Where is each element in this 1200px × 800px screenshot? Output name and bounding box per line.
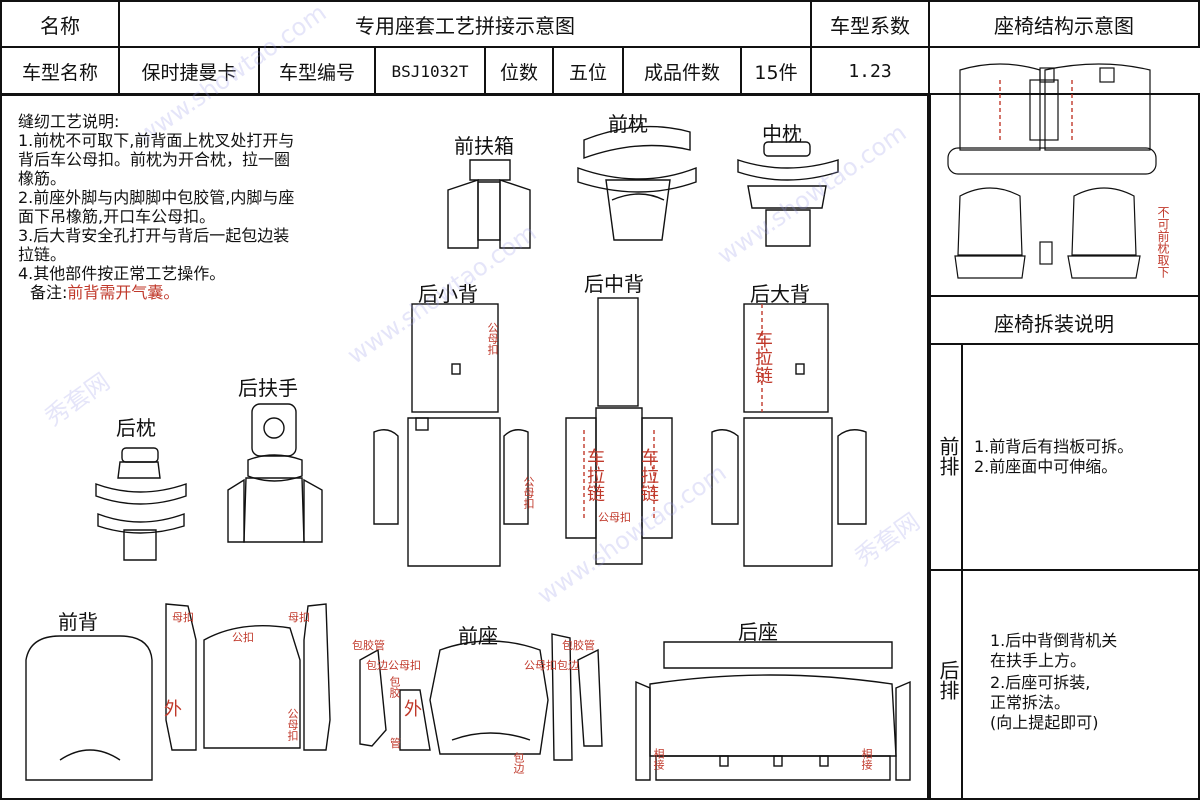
remark-prefix: 备注:	[30, 283, 68, 302]
annot-wrap-tube-mid: 包胶	[388, 676, 401, 698]
rear-row-line: 正常拆法。	[990, 693, 1071, 712]
notes-remark: 备注:前背需开气囊。	[18, 283, 428, 302]
label-rear-small-back: 后小背	[418, 282, 478, 306]
model-no-value: BSJ1032T	[374, 46, 486, 96]
annot-male-female-clip-front-back: 公母扣	[286, 708, 299, 741]
label-front-headrest: 前枕	[608, 112, 648, 136]
annot-outer-right: 外	[404, 699, 422, 720]
annot-clip-edge-right: 公母扣包边	[524, 659, 579, 672]
notes-line: 3.后大背安全孔打开与背后一起包边装	[18, 226, 290, 245]
label-rear-seat: 后座	[738, 620, 778, 644]
annot-clip-small-back: 公母扣	[486, 322, 499, 355]
annot-connect-right: 相接	[860, 748, 873, 770]
notes-line: 橡筋。	[18, 169, 67, 188]
rear-row-label: 后排	[936, 660, 960, 700]
annot-connect-left: 相接	[652, 748, 665, 770]
notes-line: 1.前枕不可取下,前背面上枕叉处打开与	[18, 131, 295, 150]
annot-clip-small-back-side: 公母扣	[522, 476, 535, 509]
label-rear-headrest: 后枕	[116, 416, 156, 440]
front-row-line: 1.前背后有挡板可拆。	[974, 437, 1134, 456]
annot-zipper-big-back: 车拉链	[752, 330, 773, 384]
label-front-armrest: 前扶箱	[454, 134, 514, 158]
rear-middle-back-pattern	[565, 297, 673, 565]
annot-zipper-mid-right: 车拉链	[638, 448, 659, 502]
front-back-pattern	[25, 603, 331, 781]
front-row-label: 前排	[936, 436, 960, 476]
rear-row-line: 1.后中背倒背机关	[990, 631, 1118, 650]
rear-row-line: 2.后座可拆装,	[990, 673, 1091, 692]
annot-wrap-tube-right: 包胶管	[562, 639, 595, 652]
middle-headrest-pattern	[737, 141, 839, 247]
front-armrest-pattern	[447, 159, 531, 249]
notes-line: 拉链。	[18, 245, 67, 264]
annot-female-clip-left: 母扣	[172, 611, 194, 624]
seats-label: 位数	[484, 46, 554, 96]
front-seat-pattern	[359, 633, 603, 761]
rear-big-back-pattern	[711, 303, 867, 567]
rear-seat-pattern	[635, 641, 911, 781]
seat-structure-diagram	[947, 63, 1157, 279]
remark-text: 前背需开气囊。	[67, 283, 180, 302]
label-rear-big-back: 后大背	[750, 282, 810, 306]
label-middle-headrest: 中枕	[762, 122, 802, 146]
label-rear-middle-back: 后中背	[584, 272, 644, 296]
rear-small-back-pattern	[373, 303, 529, 567]
annot-outer-left: 外	[164, 699, 182, 720]
annot-female-clip-right: 母扣	[288, 611, 310, 624]
annot-tube-char: 管	[390, 737, 401, 750]
annot-zipper-mid-left: 车拉链	[584, 448, 605, 502]
front-headrest-pattern	[577, 125, 697, 241]
notes-line: 2.前座外脚与内脚脚中包胶管,内脚与座	[18, 188, 295, 207]
notes-line: 面下吊橡筋,开口车公母扣。	[18, 207, 216, 226]
annot-headrest-not-removable: 不可前枕取下	[1156, 206, 1170, 278]
name-label-cell: 名称	[0, 0, 120, 48]
notes-line: 4.其他部件按正常工艺操作。	[18, 264, 226, 283]
sewing-notes: 缝纫工艺说明: 1.前枕不可取下,前背面上枕叉处打开与 背后车公母扣。前枕为开合…	[18, 112, 428, 302]
disassembly-title: 座椅拆装说明	[994, 312, 1114, 336]
front-row-line: 2.前座面中可伸缩。	[974, 457, 1118, 476]
annot-wrap-edge: 包边	[512, 752, 525, 774]
rear-armrest-pattern	[227, 403, 323, 543]
structure-title-cell: 座椅结构示意图	[928, 0, 1200, 48]
notes-heading: 缝纫工艺说明:	[18, 112, 120, 131]
coef-value: 1.23	[810, 46, 930, 96]
rear-headrest-pattern	[95, 447, 187, 561]
label-front-seat: 前座	[458, 624, 498, 648]
coef-label-cell: 车型系数	[810, 0, 930, 48]
car-name-label: 车型名称	[0, 46, 120, 96]
annot-wrap-tube-left: 包胶管	[352, 639, 385, 652]
notes-line: 背后车公母扣。前枕为开合枕，拉一圈	[18, 150, 291, 169]
rear-row-line: (向上提起即可)	[990, 713, 1099, 732]
rear-row-line: 在扶手上方。	[990, 651, 1087, 670]
annot-edge-clip-left: 包边公母扣	[366, 659, 421, 672]
pieces-value: 15件	[740, 46, 812, 96]
label-rear-armrest: 后扶手	[238, 376, 298, 400]
label-front-back: 前背	[58, 610, 98, 634]
annot-clip-mid: 公母扣	[598, 511, 631, 524]
annot-male-clip-left: 公扣	[232, 631, 254, 644]
